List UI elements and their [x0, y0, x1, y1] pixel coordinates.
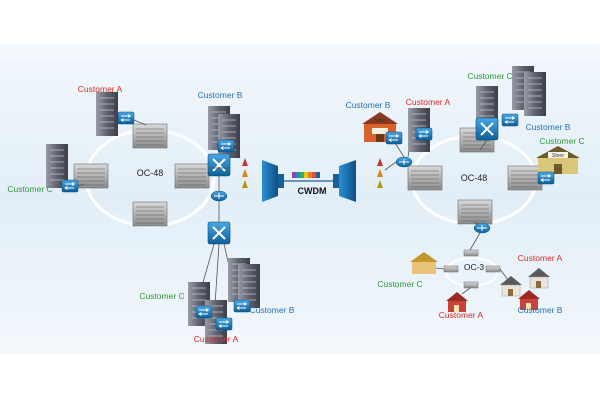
- right-ring-label: OC-48: [461, 173, 488, 183]
- label-customer-a-bottom: Customer A: [194, 334, 239, 344]
- left-ring-label: OC-48: [137, 168, 164, 178]
- optical-switch-icon: [475, 117, 499, 141]
- oc3-switch-icon: [463, 281, 479, 289]
- link-line: [473, 221, 479, 225]
- edge-device-icon: [501, 113, 519, 127]
- router-icon: [473, 222, 491, 234]
- store-sign-label: Store: [374, 118, 386, 124]
- link-line: [479, 139, 488, 151]
- oc3-switch-icon: [485, 265, 501, 273]
- oc3-switch-icon: [463, 249, 479, 257]
- left-ring-node-bottom: [132, 201, 168, 227]
- edge-device-icon: [217, 139, 235, 153]
- store-sign-label: Store: [552, 153, 564, 159]
- cwdm-spectrum-icon: [292, 172, 320, 178]
- label-customer-c-oc3: Customer C: [377, 279, 422, 289]
- building-icon: [95, 91, 119, 137]
- oc3-switch-icon: [443, 265, 459, 273]
- label-customer-c-store: Customer C: [539, 136, 584, 146]
- label-customer-c-top-right: Customer C: [467, 71, 512, 81]
- router-icon: [395, 156, 413, 168]
- edge-device-icon: [415, 127, 433, 141]
- cwdm-label: CWDM: [298, 186, 327, 196]
- cwdm-mux-right-port: [333, 174, 339, 188]
- building-icon: [523, 71, 547, 117]
- edge-device-icon: [537, 171, 555, 185]
- right-ring-node-bottom: [457, 199, 493, 225]
- link-line: [499, 268, 509, 281]
- edge-device-icon: [61, 179, 79, 193]
- router-icon: [210, 190, 228, 202]
- link-line: [435, 267, 445, 270]
- wavelength-markers-left: [242, 158, 248, 188]
- label-customer-b-store: Customer B: [346, 100, 391, 110]
- link-line: [469, 232, 481, 251]
- right-ring-node-left: [407, 165, 443, 191]
- oc3-label: OC-3: [464, 262, 485, 272]
- label-customer-a-oc3-right: Customer A: [518, 253, 563, 263]
- link-line: [461, 287, 471, 295]
- store-building-icon: [536, 146, 580, 174]
- left-ring-node-left: [73, 163, 109, 189]
- optical-switch-icon: [207, 221, 231, 245]
- left-ring-node-top: [132, 123, 168, 149]
- optical-switch-icon: [207, 153, 231, 177]
- label-customer-c-bottom: Customer C: [139, 291, 184, 301]
- right-ring-node-right: [507, 165, 543, 191]
- wavelength-markers-right: [377, 158, 383, 188]
- label-customer-b-top-right: Customer B: [526, 122, 571, 132]
- cwdm-mux-left-icon: [262, 160, 278, 202]
- label-customer-a-right: Customer A: [406, 97, 451, 107]
- edge-device-icon: [385, 131, 403, 145]
- edge-device-icon: [233, 299, 251, 313]
- edge-device-icon: [215, 317, 233, 331]
- label-customer-b-oc3: Customer B: [518, 305, 563, 315]
- cwdm-mux-right-icon: [339, 160, 356, 202]
- label-customer-b-top: Customer B: [198, 90, 243, 100]
- edge-device-icon: [195, 305, 213, 319]
- label-customer-a-left: Customer A: [78, 84, 123, 94]
- cwdm-mux-left-port: [278, 174, 284, 188]
- house-icon: [410, 252, 438, 274]
- label-customer-a-oc3-bottom: Customer A: [439, 310, 484, 320]
- edge-device-icon: [117, 111, 135, 125]
- label-customer-c-left: Customer C: [7, 184, 52, 194]
- link-line: [384, 161, 397, 171]
- label-customer-b-bottom: Customer B: [250, 305, 295, 315]
- left-ring-node-right: [174, 163, 210, 189]
- link-line: [133, 119, 147, 126]
- link-line: [77, 183, 85, 187]
